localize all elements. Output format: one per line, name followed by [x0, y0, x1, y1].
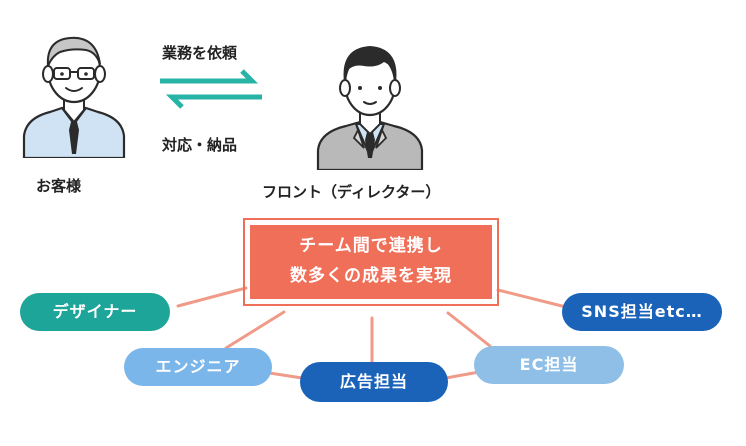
- director-person-icon: [316, 46, 424, 170]
- client-person-icon: [22, 36, 126, 158]
- client-label: お客様: [36, 177, 82, 195]
- connector-engineer: [224, 310, 286, 350]
- role-ads: 広告担当: [300, 362, 448, 402]
- center-line-1: チーム間で連携し: [299, 236, 443, 256]
- arrow-left-icon: [165, 94, 262, 109]
- role-engineer: エンジニア: [124, 348, 272, 386]
- arrow-right-icon: [160, 69, 259, 84]
- center-line-2: 数多くの成果を実現: [290, 266, 452, 286]
- delivery-label: 対応・納品: [162, 136, 238, 154]
- role-ec: EC担当: [474, 346, 624, 384]
- role-designer: デザイナー: [20, 293, 170, 331]
- request-label: 業務を依頼: [162, 44, 238, 62]
- connector-ec: [446, 311, 492, 348]
- role-sns: SNS担当etc…: [562, 293, 722, 331]
- team-collaboration-box: チーム間で連携し 数多くの成果を実現: [243, 218, 499, 306]
- connector-designer: [176, 286, 248, 308]
- front-director-label: フロント（ディレクター）: [262, 183, 441, 201]
- connector-sns: [496, 288, 564, 308]
